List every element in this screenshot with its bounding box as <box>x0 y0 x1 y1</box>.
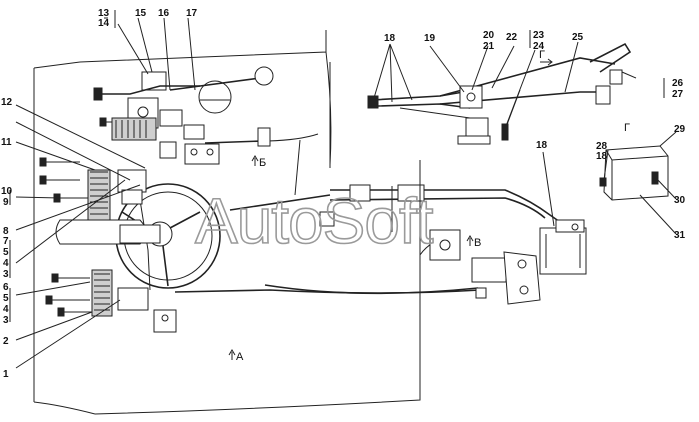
callout-28: 28 <box>596 141 608 152</box>
callout-14: 14 <box>98 18 110 29</box>
callout-29: 29 <box>674 124 686 135</box>
callout-4-middle: 4 <box>3 258 9 269</box>
callout-26: 26 <box>672 78 684 89</box>
upper-control-cluster <box>93 66 274 165</box>
callout-1: 1 <box>3 369 9 380</box>
leader-lines <box>9 10 677 369</box>
view-b-label: Б <box>259 157 266 169</box>
callout-13: 13 <box>98 8 110 19</box>
view-g-arrow-label: Г <box>539 49 545 61</box>
callout-30: 30 <box>674 195 686 206</box>
callout-23: 23 <box>533 30 545 41</box>
callout-9: 9 <box>3 197 9 208</box>
callout-25: 25 <box>572 32 584 43</box>
callout-21: 21 <box>483 41 495 52</box>
view-g-title: Г <box>624 122 630 134</box>
callout-2: 2 <box>3 336 9 347</box>
callout-20: 20 <box>483 30 495 41</box>
callout-7: 7 <box>3 236 9 247</box>
callout-5-lower: 5 <box>3 293 9 304</box>
callout-31: 31 <box>674 230 686 241</box>
callout-3-middle: 3 <box>3 269 9 280</box>
view-markers: A Б В Г Г <box>228 49 630 363</box>
callout-6: 6 <box>3 282 9 293</box>
callout-16: 16 <box>158 8 170 19</box>
view-v-label: В <box>474 237 481 249</box>
callout-18-top: 18 <box>384 33 396 44</box>
callout-27: 27 <box>672 89 684 100</box>
callout-22: 22 <box>506 32 518 43</box>
view-lines <box>329 62 421 255</box>
callout-12: 12 <box>1 97 13 108</box>
callout-15: 15 <box>135 8 147 19</box>
steering-column <box>55 219 161 245</box>
callout-18-right: 18 <box>596 151 608 162</box>
callout-17: 17 <box>186 8 198 19</box>
callout-labels: 1 2 3 4 5 6 3 4 5 7 8 9 10 11 12 13 14 1… <box>1 8 686 380</box>
watermark-text: AutoSoft <box>195 185 434 257</box>
callout-10: 10 <box>1 186 13 197</box>
callout-18-middle: 18 <box>536 140 548 151</box>
callout-19: 19 <box>424 33 436 44</box>
cable-runs <box>174 133 561 295</box>
callout-11: 11 <box>1 137 12 148</box>
callout-24: 24 <box>533 41 545 52</box>
callout-5-middle: 5 <box>3 247 9 258</box>
relay-box-assembly <box>319 184 587 305</box>
callout-3-lower: 3 <box>3 315 9 326</box>
callout-4-lower: 4 <box>3 304 9 315</box>
lower-pedal-unit <box>45 269 177 333</box>
view-a-label: A <box>236 351 244 363</box>
throttle-linkage <box>367 42 632 145</box>
callout-8: 8 <box>3 226 9 237</box>
view-g-unit <box>599 145 669 201</box>
